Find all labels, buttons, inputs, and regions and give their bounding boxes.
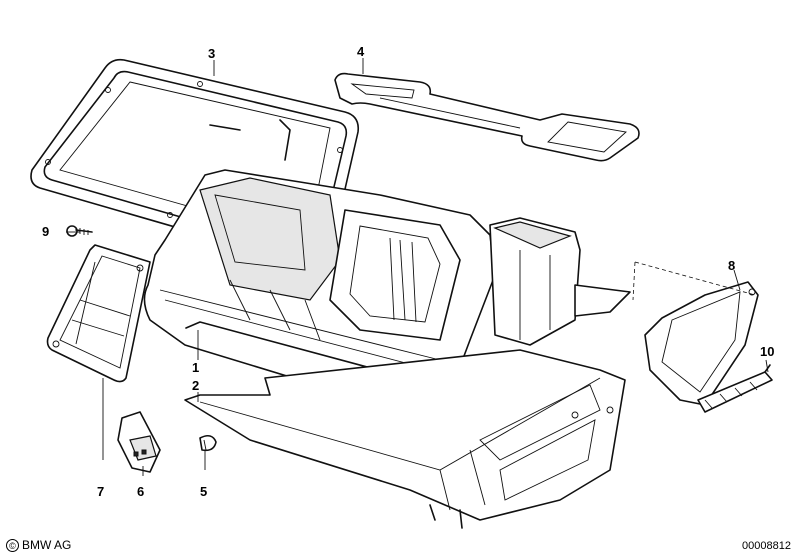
callout-8: 8 (728, 258, 735, 273)
callout-10: 10 (760, 344, 774, 359)
part-8-side-cover[interactable] (632, 261, 759, 406)
copyright-icon: © (6, 538, 19, 552)
part-9-screw[interactable] (66, 225, 93, 237)
callout-1: 1 (192, 360, 199, 375)
heater-housing[interactable] (143, 119, 496, 407)
callout-2: 2 (192, 378, 199, 393)
callout-3: 3 (208, 46, 215, 61)
callout-5: 5 (200, 484, 207, 499)
part-2-lower-housing[interactable] (184, 349, 626, 529)
part-10-filter[interactable] (697, 364, 773, 413)
brand-label: BMW AG (22, 538, 72, 552)
callout-7: 7 (97, 484, 104, 499)
part-5-clip[interactable] (199, 434, 217, 452)
drawing-number: 00008812 (742, 540, 791, 552)
leader-lines (66, 58, 769, 476)
callout-9: 9 (42, 224, 49, 239)
callout-6: 6 (137, 484, 144, 499)
right-duct-outlet[interactable] (489, 217, 631, 346)
part-4-gasket[interactable] (334, 72, 640, 162)
callout-labels: 1 2 3 4 5 6 7 8 9 10 (42, 44, 774, 499)
part-7-side-cover[interactable] (46, 244, 151, 383)
part-6-resistor[interactable] (117, 411, 161, 473)
copyright-notice: © BMW AG (6, 538, 71, 552)
callout-4: 4 (357, 44, 365, 59)
